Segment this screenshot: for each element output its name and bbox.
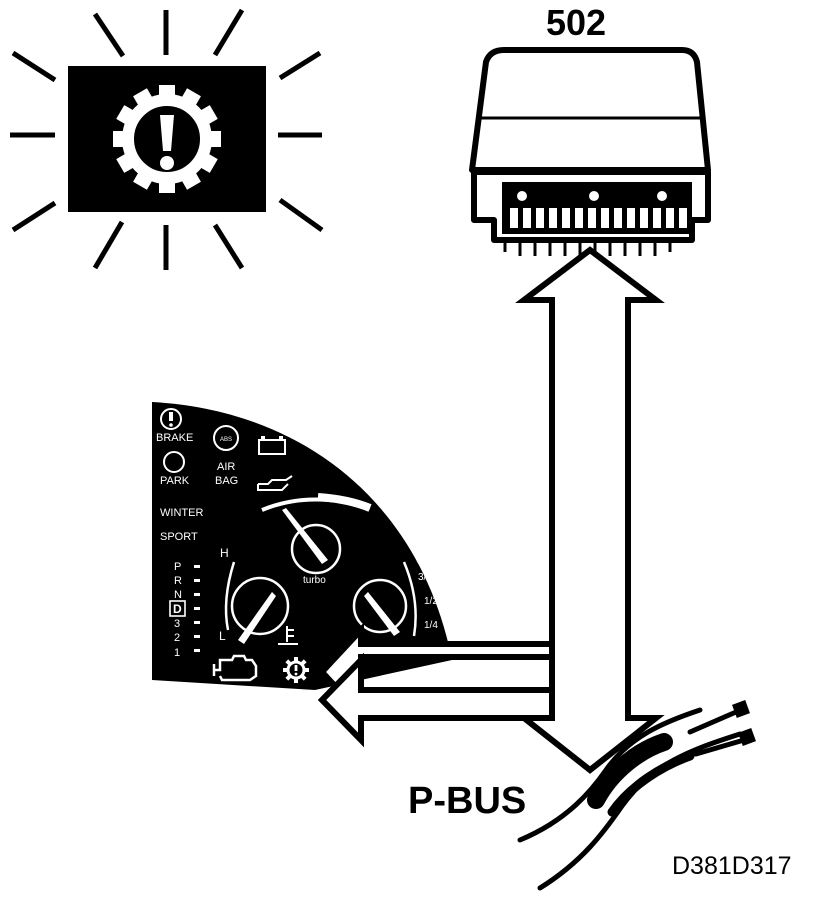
- bus-double-arrow: [515, 246, 665, 774]
- gear-warning-icon: [283, 657, 309, 683]
- winter-mode-label: WINTER: [160, 507, 203, 519]
- p-bus-cable: [517, 700, 756, 891]
- fuel-full-label: F: [416, 551, 423, 565]
- fuel-quarter-label: 1/4: [424, 620, 438, 631]
- abs-label: ABS: [220, 437, 232, 443]
- gear-n-label: N: [174, 589, 182, 601]
- lamp-rays: [10, 8, 324, 270]
- cable-wire-1: [687, 709, 739, 735]
- cable-jacket-top-edge: [517, 707, 703, 843]
- control-module-502: [469, 47, 711, 256]
- check-engine-icon: [212, 654, 258, 682]
- p-bus-label: P-BUS: [408, 780, 527, 822]
- fuel-gauge: [352, 561, 417, 637]
- gear-d-highlight: [169, 600, 186, 617]
- oil-can-icon: [257, 475, 293, 491]
- temp-low-label: L: [219, 629, 226, 643]
- temperature-needle: [238, 592, 276, 644]
- turbo-scale-redzone: [317, 493, 372, 512]
- turbo-label: turbo: [303, 575, 326, 586]
- cable-terminal-2: [738, 728, 756, 746]
- cable-wire-2: [693, 737, 747, 757]
- park-label: PARK: [160, 475, 190, 487]
- fuel-three-quarter-label: 3/4: [418, 572, 432, 583]
- park-icon: [163, 451, 185, 473]
- module-connector: [502, 182, 692, 256]
- airbag-label-line1: AIR: [217, 461, 235, 473]
- abs-icon: [213, 425, 239, 451]
- cluster-symbols: [160, 408, 293, 491]
- gear-2-label: 2: [174, 632, 180, 644]
- instrument-cluster: BRAKE PARK ABS AIR BAG WINTER SPORT turb…: [152, 402, 452, 690]
- warning-lamp: [10, 8, 324, 270]
- battery-icon: [258, 439, 286, 455]
- brake-icon: [160, 408, 182, 430]
- cable-terminal-1: [732, 700, 750, 718]
- fuel-half-label: 1/2: [424, 596, 438, 607]
- coolant-icon: [278, 626, 298, 645]
- gear-d-label: D: [173, 602, 182, 616]
- cable-twisted-band-1: [587, 733, 673, 809]
- gear-r-label: R: [174, 575, 182, 587]
- transmission-warning-icon: [113, 85, 221, 193]
- sport-mode-label: SPORT: [160, 531, 198, 543]
- gear-1-label: 1: [174, 647, 180, 659]
- signal-arrow-to-gear-warning-icon: [317, 652, 555, 748]
- gear-selector-markers: [194, 565, 200, 652]
- fuel-needle: [364, 592, 400, 636]
- temperature-gauge: [224, 561, 298, 645]
- cable-twisted-band-2: [607, 751, 695, 817]
- brake-label: BRAKE: [156, 432, 193, 444]
- turbo-needle: [282, 508, 328, 564]
- module-502-label: 502: [546, 2, 607, 43]
- temp-high-label: H: [220, 546, 229, 560]
- figure-reference-label: D381D317: [672, 852, 792, 880]
- turbo-gauge: [282, 508, 342, 575]
- gear-p-label: P: [174, 561, 181, 573]
- gear-3-label: 3: [174, 618, 180, 630]
- airbag-label-line2: BAG: [215, 475, 238, 487]
